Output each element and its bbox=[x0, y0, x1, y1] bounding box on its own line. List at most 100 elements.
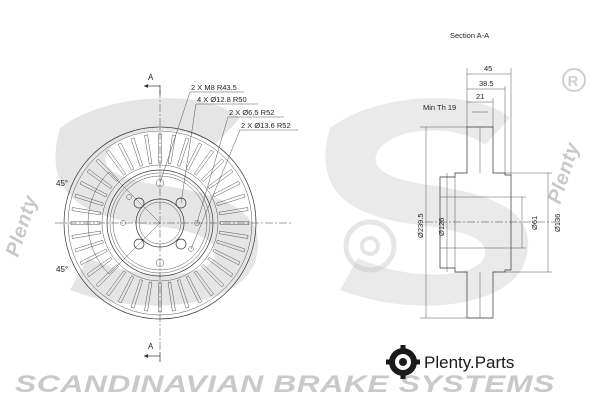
watermark-gear-icon bbox=[343, 219, 397, 273]
dim-hat-outer-diameter: Ø136 bbox=[553, 214, 562, 232]
cooling-vane bbox=[144, 281, 153, 312]
callout-3: 2 X Ø6.5 R52 bbox=[229, 108, 274, 117]
locating-hole bbox=[120, 220, 126, 226]
callout-4: 2 X Ø13.6 R52 bbox=[241, 121, 291, 130]
dim-outer-diameter: Ø239.5 bbox=[416, 213, 425, 238]
cooling-vane bbox=[158, 133, 162, 164]
cooling-vane bbox=[212, 248, 241, 266]
cooling-vane bbox=[117, 142, 135, 171]
cooling-vane bbox=[74, 193, 104, 206]
dim-hat-diameter: Ø126 bbox=[437, 218, 446, 236]
hat-outer-edge bbox=[106, 169, 214, 277]
sbs-watermark-logo-right bbox=[325, 98, 529, 306]
cooling-vane bbox=[212, 180, 241, 198]
section-view: Section A-A 45 38.5 21 Min Th 19 Ø239.5 … bbox=[416, 31, 562, 319]
cooling-vane bbox=[158, 282, 162, 313]
cooling-vane bbox=[95, 264, 119, 288]
callout-leader-1 bbox=[159, 91, 191, 184]
dim-disc-thickness: 21 bbox=[476, 92, 484, 101]
wheel-bolt-hole bbox=[133, 238, 145, 250]
gear-icon bbox=[386, 345, 420, 379]
angle-leg-top bbox=[108, 171, 161, 224]
brand-name-main: Plenty bbox=[424, 353, 472, 372]
callout-leader-3 bbox=[196, 116, 229, 224]
dim-center-bore: Ø61 bbox=[530, 216, 539, 230]
cooling-vane bbox=[177, 279, 190, 309]
cooling-vane bbox=[86, 256, 113, 277]
cooling-vane bbox=[185, 275, 203, 304]
section-title: Section A-A bbox=[450, 31, 489, 40]
cooling-vane bbox=[193, 149, 214, 176]
brand-name-suffix: .Parts bbox=[470, 353, 514, 372]
dim-overall-width: 45 bbox=[484, 64, 492, 73]
dim-hat-height: 38.5 bbox=[479, 79, 494, 88]
locating-hole bbox=[188, 246, 194, 252]
brand-name: Plenty.Parts bbox=[424, 353, 514, 372]
cooling-vane bbox=[185, 142, 203, 171]
registered-mark-circle bbox=[562, 68, 586, 92]
cooling-vane bbox=[79, 248, 108, 266]
angle-leg-bottom bbox=[108, 222, 161, 275]
angle-label-bottom: 45° bbox=[56, 265, 68, 274]
cooling-vane bbox=[207, 256, 234, 277]
cooling-vane bbox=[219, 221, 250, 225]
cooling-vane bbox=[177, 137, 190, 167]
center-bore bbox=[135, 198, 185, 248]
hat-inner-edge bbox=[112, 175, 208, 271]
disc-outer-edge bbox=[63, 126, 257, 320]
cooling-vane bbox=[218, 207, 249, 216]
front-view: A A 45° 45° bbox=[55, 73, 298, 362]
threaded-hole-m8 bbox=[155, 258, 165, 268]
cooling-vane bbox=[216, 193, 246, 206]
cooling-vane bbox=[95, 158, 119, 182]
section-marker-bottom: A bbox=[148, 342, 154, 351]
min-thickness: Min Th 19 bbox=[423, 103, 456, 112]
callout-1: 2 X M8 R43.5 bbox=[191, 83, 237, 92]
wheel-bolt-hole bbox=[175, 197, 187, 209]
cooling-vane bbox=[71, 207, 102, 216]
cooling-vane bbox=[106, 270, 127, 297]
cooling-vane bbox=[70, 221, 101, 225]
cooling-vane bbox=[86, 169, 113, 190]
locating-hole bbox=[194, 220, 200, 226]
wheel-bolt-hole bbox=[133, 197, 145, 209]
cooling-vane bbox=[167, 281, 176, 312]
watermark-layer: Plenty Plenty R SCANDINAVIAN BRAKE SYSTE… bbox=[2, 68, 586, 398]
cooling-vane bbox=[201, 264, 225, 288]
section-arrowhead-top bbox=[144, 84, 148, 88]
cooling-vane bbox=[218, 230, 249, 239]
cooling-vane bbox=[117, 275, 135, 304]
cooling-vane bbox=[106, 149, 127, 176]
cooling-vane bbox=[130, 279, 143, 309]
locating-hole bbox=[126, 194, 132, 200]
watermark-side-text-left: Plenty bbox=[2, 192, 43, 259]
center-bore-chamfer bbox=[138, 201, 182, 245]
callout-leader-4 bbox=[190, 129, 241, 250]
section-marker-top: A bbox=[148, 73, 154, 82]
brand-badge[interactable]: Plenty.Parts bbox=[386, 345, 514, 379]
cooling-vane bbox=[144, 134, 153, 165]
cooling-vane bbox=[79, 180, 108, 198]
callout-2: 4 X Ø12.8 R50 bbox=[197, 95, 247, 104]
cooling-vane bbox=[207, 169, 234, 190]
vane-inner-ring bbox=[101, 164, 219, 282]
callout-leader-2 bbox=[180, 103, 197, 204]
sbs-watermark-logo bbox=[55, 98, 259, 306]
disc-outer-edge-inner bbox=[67, 130, 253, 316]
cooling-vane bbox=[216, 240, 246, 253]
cooling-vane bbox=[74, 240, 104, 253]
cooling-vane bbox=[193, 270, 214, 297]
angle-label-top: 45° bbox=[56, 179, 68, 188]
cooling-vane bbox=[201, 158, 225, 182]
cooling-vane bbox=[71, 230, 102, 239]
wheel-bolt-hole bbox=[175, 238, 187, 250]
watermark-manufacturer: SCANDINAVIAN BRAKE SYSTEMS bbox=[15, 371, 555, 398]
cooling-vane bbox=[130, 137, 143, 167]
cooling-vanes bbox=[70, 133, 250, 313]
hat-step bbox=[109, 172, 211, 274]
section-profile bbox=[439, 126, 512, 319]
registered-mark: R bbox=[568, 73, 579, 90]
threaded-hole-m8 bbox=[155, 178, 165, 188]
section-arrowhead-bottom bbox=[144, 354, 148, 358]
